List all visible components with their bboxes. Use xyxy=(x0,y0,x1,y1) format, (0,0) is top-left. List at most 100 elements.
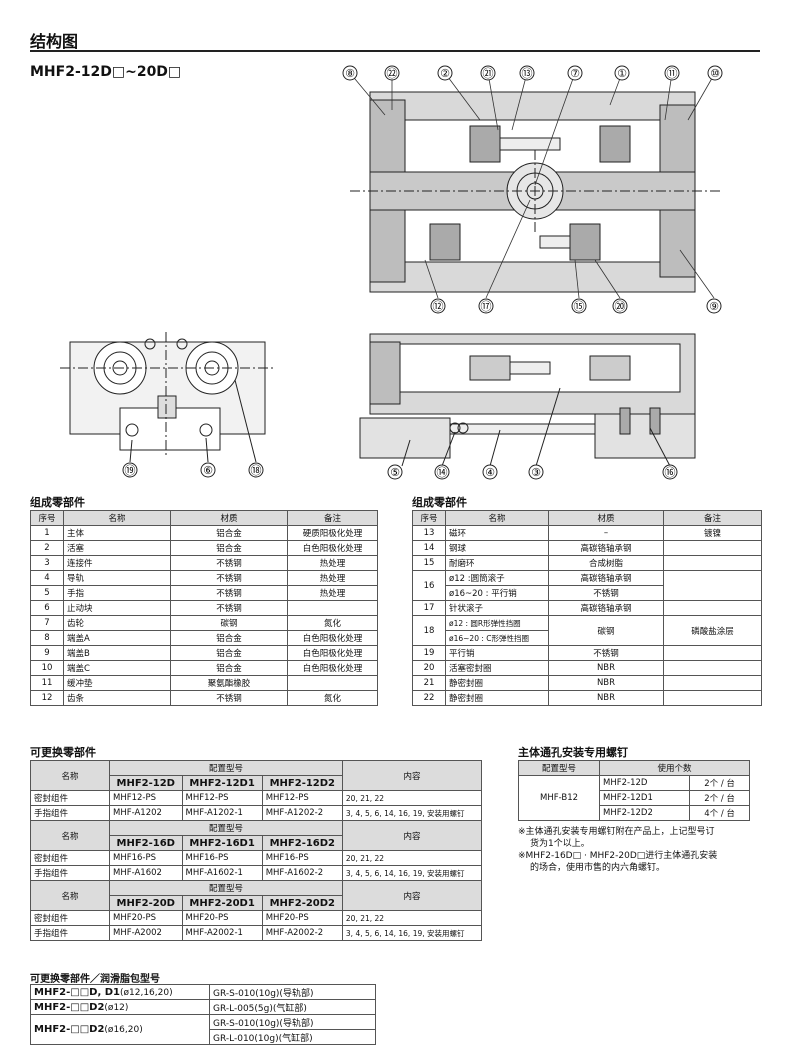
table-cell: MHF12-PS xyxy=(261,790,343,806)
table-cell: 密封组件 xyxy=(30,790,110,806)
table-cell: MHF-A1202 xyxy=(109,805,183,821)
svg-text:⑫: ⑫ xyxy=(433,300,444,313)
table-cell: 密封组件 xyxy=(30,850,110,866)
callout-12: ⑫ xyxy=(430,298,446,314)
table-row: MHF2-□□D2(ø16,20) GR-S-010(10g)(导轨部) xyxy=(30,1014,376,1045)
svg-text:⑥: ⑥ xyxy=(203,464,213,477)
table-cell: 铝合金 xyxy=(170,660,288,676)
table-cell: MHF-A1602-2 xyxy=(261,865,343,881)
table-cell: 白色阳极化处理 xyxy=(287,645,378,661)
col-header: 序号 xyxy=(412,510,446,526)
note-line: 的场合，使用市售的内六角螺钉。 xyxy=(530,863,666,873)
svg-text:①: ① xyxy=(617,67,627,80)
table-cell: MHF20-PS xyxy=(109,910,183,926)
table-cell: 3, 4, 5, 6, 14, 16, 19, 安装用螺钉 xyxy=(341,865,483,881)
table-cell: 缓冲垫 xyxy=(63,675,171,691)
table-cell: 连接件 xyxy=(63,555,171,571)
table-cell: 7 xyxy=(30,615,64,631)
svg-text:③: ③ xyxy=(531,466,541,479)
table-cell: 8 xyxy=(30,630,64,646)
table-cell: 齿条 xyxy=(63,690,171,706)
table-cell: 主体 xyxy=(63,525,171,541)
table-cell: MHF16-PS xyxy=(109,850,183,866)
table-cell: MHF-A2002-2 xyxy=(261,925,343,941)
table-cell: 止动块 xyxy=(63,600,171,616)
callout-2: ② xyxy=(437,65,453,81)
callout-22: ㉒ xyxy=(384,65,400,81)
svg-text:⑰: ⑰ xyxy=(481,300,492,313)
callout-14: ⑭ xyxy=(434,464,450,480)
table-cell: 热处理 xyxy=(287,555,378,571)
table-cell: 铝合金 xyxy=(170,645,288,661)
page-title: 结构图 xyxy=(30,32,79,51)
table-cell: 5 xyxy=(30,585,64,601)
table-cell: 热处理 xyxy=(287,585,378,601)
grease-table: MHF2-□□D, D1(ø12,16,20) GR-S-010(10g)(导轨… xyxy=(30,984,376,1045)
svg-text:⑮: ⑮ xyxy=(574,300,585,313)
grease-title: 可更换零部件／润滑脂包型号 xyxy=(30,974,160,985)
table-cell: MHF12-PS xyxy=(109,790,183,806)
callout-1: ① xyxy=(614,65,630,81)
callout-18: ⑱ xyxy=(248,462,264,478)
group-header-row: 名称配置型号内容 xyxy=(30,820,483,851)
callout-21: ㉑ xyxy=(480,65,496,81)
table-cell: 密封组件 xyxy=(30,910,110,926)
table-cell: 白色阳极化处理 xyxy=(287,540,378,556)
table-cell: MHF12-PS xyxy=(181,790,263,806)
title-rule xyxy=(30,50,760,52)
col-header: 材质 xyxy=(170,510,288,526)
table-cell: 铝合金 xyxy=(170,630,288,646)
table-cell: 11 xyxy=(30,675,64,691)
note-line: ※MHF2-16D□ · MHF2-20D□进行主体通孔安装 xyxy=(518,851,718,861)
table-cell xyxy=(287,675,378,691)
svg-text:②: ② xyxy=(440,67,450,80)
table-cell: MHF-A1602 xyxy=(109,865,183,881)
table-cell: 热处理 xyxy=(287,570,378,586)
table-cell: 聚氨酯橡胶 xyxy=(170,675,288,691)
group-header-row: 名称配置型号内容 xyxy=(30,880,483,911)
table-cell: 3, 4, 5, 6, 14, 16, 19, 安装用螺钉 xyxy=(341,925,483,941)
table-cell: MHF20-PS xyxy=(181,910,263,926)
table-cell: 10 xyxy=(30,660,64,676)
table-cell: 手指组件 xyxy=(30,925,110,941)
table-cell: 白色阳极化处理 xyxy=(287,630,378,646)
svg-text:⑨: ⑨ xyxy=(709,300,719,313)
table-cell: 白色阳极化处理 xyxy=(287,660,378,676)
table-cell: 20, 21, 22 xyxy=(341,910,483,926)
note-line: ※主体通孔安装专用螺钉附在产品上，上记型号订 xyxy=(518,827,715,837)
table-cell: 氮化 xyxy=(287,690,378,706)
callout-4: ④ xyxy=(482,464,498,480)
table-cell: 不锈钢 xyxy=(170,600,288,616)
col-header: 备注 xyxy=(287,510,378,526)
side-view-drawing: ⑲ ⑥ ⑱ xyxy=(60,332,275,478)
svg-text:⑳: ⑳ xyxy=(615,300,626,313)
table-cell: 齿轮 xyxy=(63,615,171,631)
callout-9: ⑨ xyxy=(706,298,722,314)
table-row: MHF2-□□D, D1(ø12,16,20) GR-S-010(10g)(导轨… xyxy=(30,984,376,1000)
svg-text:⑭: ⑭ xyxy=(437,466,448,479)
table-cell: 不锈钢 xyxy=(170,585,288,601)
table-row: ø16~20 : 平行销不锈钢 xyxy=(413,585,762,601)
note-line: 货为1个以上。 xyxy=(530,839,590,849)
callout-8: ⑧ xyxy=(342,65,358,81)
svg-text:㉒: ㉒ xyxy=(387,67,398,80)
table-cell: 4 xyxy=(30,570,64,586)
